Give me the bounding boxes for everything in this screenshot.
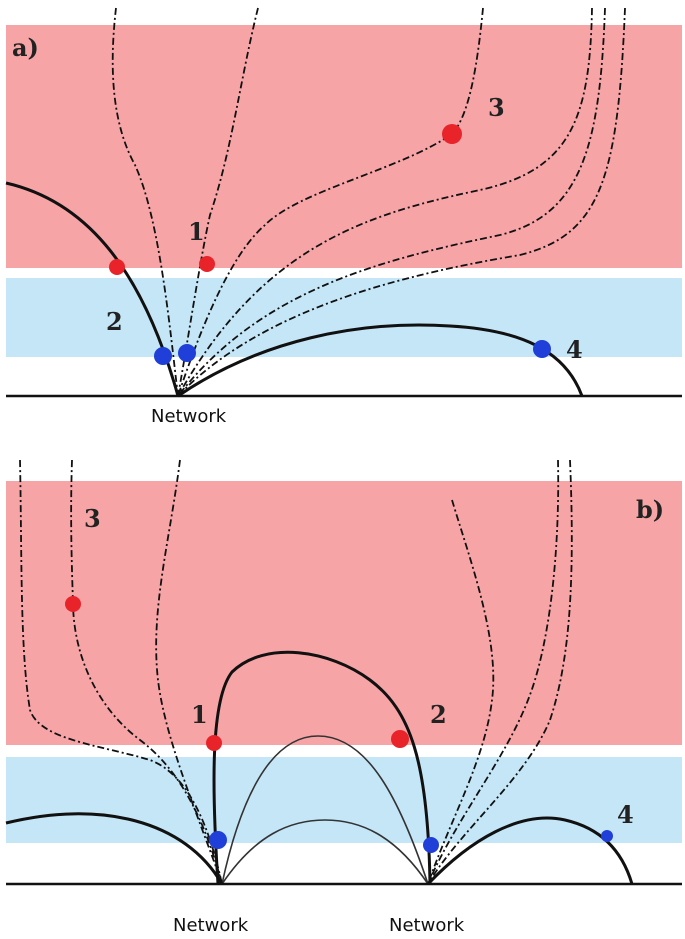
panel-b-inner-arc-upper (221, 735, 429, 885)
panel-a-trajectory-2-curve (5, 181, 180, 397)
panel-b-marker-red-1 (206, 735, 222, 751)
panel-b-label: b) (636, 495, 664, 524)
panel-b-trajectory-left-arc (5, 812, 224, 885)
panel-a-lower-band (6, 278, 682, 357)
panel-b-trajectory-label-1: 1 (191, 700, 208, 729)
panel-a-label: a) (12, 33, 39, 62)
panel-a-trajectory-label-4: 4 (566, 335, 583, 364)
panel-a-marker-blue-4 (533, 340, 551, 358)
panel-b-marker-blue-2 (423, 837, 439, 853)
panel-a-marker-blue-1 (178, 344, 196, 362)
panel-a-marker-red-2 (109, 259, 125, 275)
panel-b-network-label-right: Network (389, 915, 465, 936)
panel-a-trajectory-right-1 (177, 7, 593, 397)
panel-b-marker-blue-4 (601, 830, 613, 842)
panel-a-trajectory-label-3: 3 (488, 93, 505, 122)
panel-a-upper-band (6, 25, 682, 268)
panel-b-trajectory-label-2: 2 (430, 700, 447, 729)
panel-a: a) 1 2 3 4 Network (5, 7, 682, 427)
panel-a-trajectory-label-1: 1 (188, 217, 205, 246)
panel-b-upper-band (6, 481, 682, 745)
panel-a-trajectory-1-curve (177, 7, 259, 397)
panel-b-marker-red-3 (65, 596, 81, 612)
panel-b-trajectory-right-1 (427, 499, 495, 885)
panel-b-lower-band (6, 757, 682, 843)
panel-a-trajectory-4-curve (177, 323, 584, 398)
panel-b-network-label-left: Network (173, 915, 249, 936)
panel-a-trajectory-right-2 (177, 7, 606, 397)
panel-b-trajectory-1-2-arc (212, 650, 432, 885)
panel-a-trajectory-label-2: 2 (106, 307, 123, 336)
panel-b-trajectory-right-2 (427, 459, 560, 885)
panel-a-trajectory-right-3 (177, 7, 626, 397)
panel-b: b) 1 2 3 4 Network Network (5, 459, 682, 936)
panel-b-trajectory-label-4: 4 (617, 800, 634, 829)
panel-a-marker-blue-2 (154, 347, 172, 365)
panel-b-marker-red-2 (391, 730, 409, 748)
panel-a-trajectory-left-outer (111, 7, 179, 397)
panel-a-marker-red-1 (199, 256, 215, 272)
panel-b-marker-blue-1 (209, 831, 227, 849)
panel-b-trajectory-left-inner (155, 459, 223, 885)
panel-b-trajectory-right-3 (427, 459, 573, 885)
panel-b-trajectory-label-3: 3 (84, 504, 101, 533)
panel-b-inner-arc-lower (221, 819, 429, 885)
panel-a-network-label: Network (151, 406, 227, 427)
panel-b-trajectory-4-arc (426, 816, 634, 886)
panel-a-marker-red-3 (442, 124, 462, 144)
panel-b-trajectory-left-outer (19, 459, 223, 885)
panel-b-trajectory-3-curve (70, 459, 223, 885)
